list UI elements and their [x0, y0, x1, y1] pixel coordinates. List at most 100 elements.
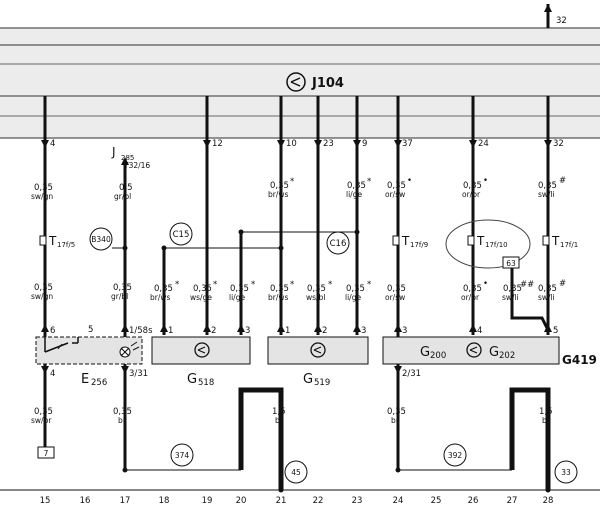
module-symbol-icon	[286, 72, 306, 92]
wire-size: 0,35	[347, 181, 366, 191]
junction-dot	[278, 245, 284, 251]
pin-label: 10	[286, 139, 297, 149]
sensor-arrow	[197, 346, 206, 351]
pin-arrow-icon	[394, 140, 402, 148]
wire-color: gr/bl	[114, 192, 131, 201]
column-number: 16	[80, 496, 91, 506]
pin-arrow-icon	[394, 324, 402, 332]
wire-color: sw/li	[538, 190, 555, 199]
g519-label: G	[303, 372, 313, 387]
wire-color: br/ws	[268, 293, 289, 302]
wire-mark: *	[328, 280, 332, 290]
junction-dot	[395, 467, 401, 473]
g519-housing	[267, 336, 369, 365]
pin-arrow-icon	[314, 140, 322, 148]
junction-dot	[122, 245, 128, 251]
column-ruler: 15 16 17 18 19 20 21 22 23 24 25 26 27 2…	[0, 489, 600, 506]
junction-b340-label: B340	[91, 235, 111, 244]
wire-color: sw/gn	[31, 192, 53, 201]
wire-size: 0,35	[387, 407, 406, 417]
relay-sub: 285	[121, 154, 134, 162]
pin-label: 2	[211, 326, 216, 336]
pin-label: 3	[402, 326, 407, 336]
wire-size: 1,5	[539, 407, 553, 417]
column-number: 25	[431, 496, 442, 506]
pin-label: 2/31	[402, 369, 421, 379]
wire-color: br	[275, 416, 284, 425]
pin-arrow-icon	[394, 366, 402, 374]
wire-mark: *	[175, 280, 179, 290]
wire-mark: •	[407, 176, 412, 186]
column-number: 22	[313, 496, 324, 506]
wire-size: 0,35	[387, 284, 406, 294]
pin-label: 9	[362, 139, 367, 149]
wire-size: 0,35	[270, 181, 289, 191]
pin-arrow-icon	[121, 157, 129, 165]
connector-icon	[392, 235, 400, 246]
lamp-ray	[130, 341, 138, 347]
column-number: 20	[236, 496, 247, 506]
ground-45-circle	[284, 460, 308, 484]
junction-dot	[122, 467, 128, 473]
pin-label: 3	[245, 326, 250, 336]
connector-sub: 17f/1	[560, 241, 578, 249]
connectors-t17: T 17f/5 T 17f/9 T 17f/10 T 17f/1	[39, 219, 578, 269]
sensor-arrow	[469, 346, 478, 351]
pin-label: 6	[50, 326, 55, 336]
e256-switch-mark	[57, 343, 63, 350]
column-number: 27	[507, 496, 518, 506]
sensor-arrow-2	[313, 349, 322, 354]
pin-label: 2	[322, 326, 327, 336]
column-number: 23	[352, 496, 363, 506]
g200-label: G	[420, 345, 430, 360]
wire-size: 0,35	[230, 284, 249, 294]
wire-size: 1,5	[272, 407, 286, 417]
pin-label: 4	[477, 326, 482, 336]
pin-label: 4	[50, 139, 55, 149]
ground-392-circle	[443, 443, 467, 467]
pin-arrow-icon	[121, 324, 129, 332]
column-number: 18	[159, 496, 170, 506]
wire-color: li/ge	[229, 293, 245, 302]
connector-icon	[542, 235, 550, 246]
pin-label: 37	[402, 139, 413, 149]
relay-label: J	[111, 145, 116, 159]
column-number: 19	[202, 496, 213, 506]
ground-wire-21	[238, 387, 284, 490]
pin-arrows	[41, 140, 552, 165]
connector-t17f10: T 17f/10	[445, 219, 531, 269]
pin-arrow-icon	[544, 324, 552, 332]
pin-arrow-icon	[160, 324, 168, 332]
wire-mark: •	[483, 176, 488, 186]
wire-size: 0,35	[346, 284, 365, 294]
connector-sub: 17f/10	[485, 241, 508, 249]
pin-arrow-icon	[469, 324, 477, 332]
column-number: 28	[543, 496, 554, 506]
pin-arrow-icon	[277, 324, 285, 332]
wire-size: 0,35	[34, 183, 53, 193]
component-g200-g202: G 200 G 202 G419	[382, 336, 597, 367]
j104-label: J104	[311, 76, 344, 91]
wire-size: 0,35	[463, 284, 482, 294]
wire-color: br/ws	[150, 293, 171, 302]
wire-size: 0,35	[113, 407, 132, 417]
wire-color: or/br	[461, 293, 480, 302]
pin-arrow-icon	[469, 140, 477, 148]
g419-label: G419	[562, 353, 597, 367]
connector-base: T	[551, 234, 560, 248]
component-pin-labels: 6 5 1/58s 1 2 3 1 2 3 3 4 5	[50, 325, 558, 336]
g202-label: G	[489, 345, 499, 360]
e256-label: E	[81, 372, 89, 387]
component-pin-arrows	[41, 324, 552, 332]
wire-size: 0,35	[154, 284, 173, 294]
wire-color: or/sw	[385, 190, 405, 199]
wire-mark: ##	[520, 280, 534, 290]
pin-arrow-icon	[237, 324, 245, 332]
pin-arrow-icon	[41, 324, 49, 332]
pin-arrow-icon	[41, 140, 49, 148]
wire-color: or/sw	[385, 293, 405, 302]
wire-size: 0,35	[503, 284, 522, 294]
sensor-arrow-2	[197, 349, 206, 354]
sensor-icon	[466, 342, 482, 358]
